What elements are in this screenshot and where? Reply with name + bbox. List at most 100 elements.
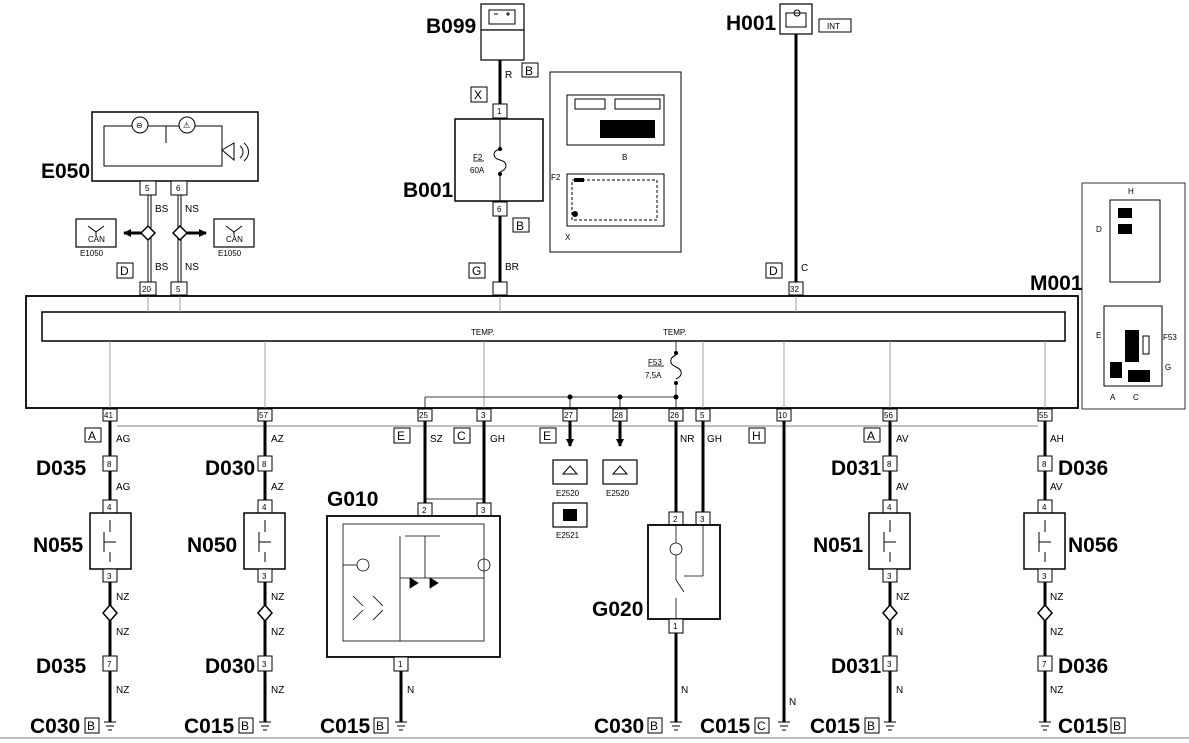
view-letter: D bbox=[1096, 225, 1102, 234]
label-n051: N051 bbox=[813, 534, 864, 557]
view-letter: E bbox=[1096, 331, 1101, 340]
label-n056: N056 bbox=[1068, 534, 1118, 557]
connector-letter: C bbox=[457, 429, 466, 443]
fuse-box-location-view: B F2 X bbox=[549, 71, 682, 253]
switch-internals bbox=[342, 523, 491, 642]
can-node-left: CAN bbox=[75, 218, 117, 248]
wire-label: GH bbox=[490, 434, 505, 445]
ground-icon bbox=[395, 721, 407, 731]
label-d036: D036 bbox=[1058, 457, 1108, 480]
pin-label: 32 bbox=[790, 285, 799, 294]
wire-label: GH bbox=[707, 434, 722, 445]
circuit-n055: A AG D035 8 AG 4 N055 3 NZ NZ D035 7 NZ … bbox=[30, 421, 132, 738]
connector-letter: B bbox=[87, 719, 95, 733]
connector-letter: A bbox=[88, 429, 96, 443]
key-icon bbox=[785, 9, 807, 28]
pin-label: 4 bbox=[262, 503, 267, 512]
wire-label: C bbox=[801, 263, 808, 274]
label-g010: G010 bbox=[327, 488, 378, 511]
label-d031: D031 bbox=[831, 457, 882, 480]
label-e2520: E2520 bbox=[606, 489, 630, 498]
wire-label: AG bbox=[116, 434, 131, 445]
wire-label: NZ bbox=[116, 592, 129, 603]
wire-label: AV bbox=[896, 434, 909, 445]
wire-label: NZ bbox=[1050, 685, 1063, 696]
label-d036: D036 bbox=[1058, 655, 1108, 678]
ground-icon bbox=[884, 721, 896, 731]
connector-letter: B bbox=[1113, 719, 1121, 733]
wire-label: NZ bbox=[271, 685, 284, 696]
connector-letter: A bbox=[867, 429, 875, 443]
label-b099: B099 bbox=[426, 15, 476, 38]
label-d035: D035 bbox=[36, 655, 87, 678]
pin-label: 7 bbox=[107, 660, 112, 669]
circuit-ground-c015-c: H N C015 C bbox=[700, 421, 796, 738]
pin-label: 56 bbox=[884, 411, 893, 420]
wire-label: AV bbox=[896, 482, 909, 493]
ground-icon bbox=[670, 721, 682, 731]
int-tag: INT bbox=[827, 22, 840, 31]
wire-label: NZ bbox=[116, 627, 129, 638]
wire-label: N bbox=[896, 627, 903, 638]
circuit-g020: NR GH 2 3 G020 1 N C030 B bbox=[592, 421, 722, 738]
ground-icon bbox=[259, 721, 271, 731]
ground-label: C030 bbox=[30, 715, 80, 738]
view-letter: C bbox=[1133, 393, 1139, 402]
connector-letter: G bbox=[472, 264, 481, 278]
label-n055: N055 bbox=[33, 534, 84, 557]
wire-label: N bbox=[896, 685, 903, 696]
label-n050: N050 bbox=[187, 534, 237, 557]
fuse-label: F2 bbox=[473, 153, 483, 162]
label-d030: D030 bbox=[205, 457, 255, 480]
pin-label: 3 bbox=[481, 411, 486, 420]
ground-label: C015 bbox=[320, 715, 371, 738]
fuse-box-b001: F2 60A bbox=[454, 118, 544, 202]
can-label: CAN bbox=[226, 235, 243, 244]
brake-icon: ⊖ bbox=[131, 116, 149, 134]
pin-label: 20 bbox=[142, 285, 151, 294]
wire-label: AZ bbox=[271, 434, 284, 445]
label-d035: D035 bbox=[36, 457, 87, 480]
pin-label: 27 bbox=[564, 411, 573, 420]
fuse-rating: 7,5A bbox=[645, 371, 662, 380]
pin-label: 4 bbox=[887, 503, 892, 512]
pin-label: 5 bbox=[700, 411, 705, 420]
connector-letter: B bbox=[241, 719, 249, 733]
pin-label: 5 bbox=[145, 184, 150, 193]
pin-label: 28 bbox=[614, 411, 623, 420]
pin-label: 3 bbox=[1042, 572, 1047, 581]
view-letter: X bbox=[565, 233, 571, 242]
label-e2521: E2521 bbox=[556, 531, 580, 540]
speaker-icon bbox=[221, 142, 249, 162]
wire-label: NZ bbox=[271, 592, 284, 603]
pin-label: 10 bbox=[778, 411, 787, 420]
pin-label: 1 bbox=[673, 622, 678, 631]
can-label: CAN bbox=[88, 235, 105, 244]
pin-label: 1 bbox=[398, 660, 403, 669]
view-letter: H bbox=[1128, 187, 1134, 196]
pin-label: 7 bbox=[1042, 660, 1047, 669]
connector-letter: C bbox=[757, 719, 766, 733]
label-e2520: E2520 bbox=[556, 489, 580, 498]
pin-label: 26 bbox=[670, 411, 679, 420]
battery-b099 bbox=[480, 3, 525, 61]
wire-label: BS bbox=[155, 262, 169, 273]
pin-label: 5 bbox=[176, 285, 181, 294]
wire-label: NR bbox=[680, 434, 694, 445]
label-d031: D031 bbox=[831, 655, 882, 678]
wire-label: AG bbox=[116, 482, 131, 493]
wire-label: BR bbox=[505, 262, 519, 273]
wire-label: NS bbox=[185, 204, 199, 215]
pin-label: 3 bbox=[481, 506, 486, 515]
ground-label: C015 bbox=[184, 715, 235, 738]
ground-label: C030 bbox=[594, 715, 644, 738]
fuse-rating: 60A bbox=[470, 166, 485, 175]
svg-text:⊖: ⊖ bbox=[136, 121, 143, 130]
ground-label: C015 bbox=[810, 715, 861, 738]
pin-label: 3 bbox=[700, 515, 705, 524]
circuit-n051: A AV D031 8 AV 4 N051 3 NZ N D031 3 N C0… bbox=[810, 421, 911, 738]
body-computer-m001: TEMP. TEMP. F53 7,5A bbox=[25, 295, 1079, 409]
wire-label: AZ bbox=[271, 482, 284, 493]
svg-text:⚠: ⚠ bbox=[183, 121, 190, 130]
wire-label: NZ bbox=[1050, 627, 1063, 638]
